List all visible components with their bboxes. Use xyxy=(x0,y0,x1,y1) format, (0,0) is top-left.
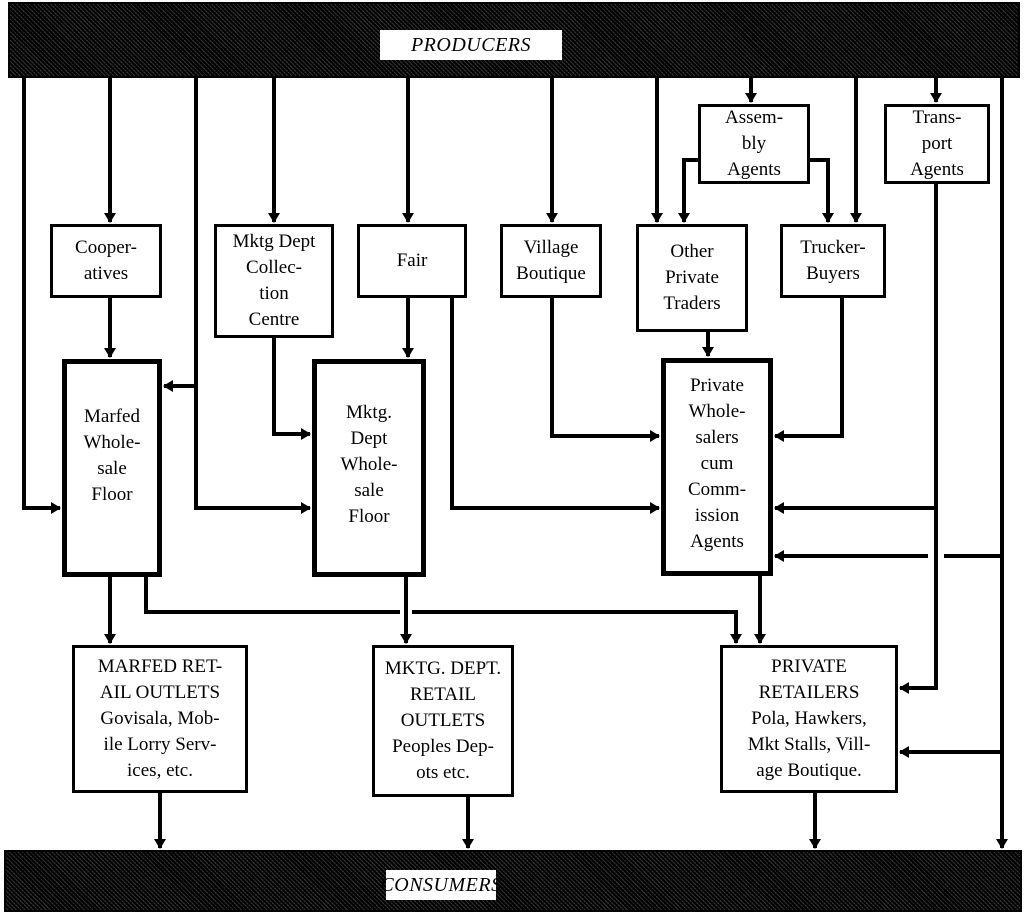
node-label-line: RETAILERS xyxy=(758,682,860,703)
node-label-line: Floor xyxy=(91,484,133,505)
node-label-line: Centre xyxy=(248,309,300,330)
node-label-line: MARFED RET- xyxy=(97,656,223,677)
node-label-line: tion xyxy=(259,283,289,304)
edge-transport-private-retailers xyxy=(899,508,938,694)
node-trucker-buyers: Trucker- Buyers xyxy=(780,224,886,298)
node-label-line: Traders xyxy=(663,293,721,314)
node-fair: Fair xyxy=(357,224,467,298)
producers-band xyxy=(8,2,1020,78)
consumers-band xyxy=(4,850,1022,912)
node-label-line: port xyxy=(921,133,953,154)
edge-collection-mktg xyxy=(272,338,311,440)
node-label-line: MKTG. DEPT. xyxy=(384,658,502,679)
node-label-line: Marfed xyxy=(84,406,140,427)
node-label-line: Whole- xyxy=(83,432,141,453)
edge-fair-private-wholesalers xyxy=(450,298,660,514)
edge-producers-marfed-left xyxy=(22,78,61,514)
consumers-label-box: CONSUMERS xyxy=(380,870,501,900)
edge-producers-marfed-right xyxy=(163,78,198,392)
node-label-line: Govisala, Mob- xyxy=(100,708,220,729)
node-label-line: Fair xyxy=(396,250,428,271)
node-label-line: Cooper- xyxy=(75,237,137,258)
node-label-line: ots etc. xyxy=(416,762,470,783)
node-label-line: bly xyxy=(741,133,767,154)
node-label-line: Private xyxy=(665,267,719,288)
node-label-line: RETAIL xyxy=(409,684,477,705)
node-label-line: Mkt Stalls, Vill- xyxy=(747,734,871,755)
node-label-line: Mktg. xyxy=(346,402,392,423)
node-label-line: cum xyxy=(700,453,734,474)
node-label-line: Whole- xyxy=(340,454,398,475)
node-label-line: salers xyxy=(695,427,739,448)
node-label-line: Trucker- xyxy=(800,237,866,258)
edge-assembly-other-traders xyxy=(678,158,698,223)
node-label-line: Agents xyxy=(727,159,781,180)
producers-label: PRODUCERS xyxy=(380,30,562,60)
node-label-line: Agents xyxy=(910,159,964,180)
node-label-line: age Boutique. xyxy=(756,760,862,781)
node-label-line: PRIVATE xyxy=(771,656,847,677)
node-marfed-retail-outlets: MARFED RET- AIL OUTLETS Govisala, Mob-ile … xyxy=(72,645,248,793)
node-label-line: ile Lorry Serv- xyxy=(103,734,217,755)
node-label-line: sale xyxy=(354,480,384,501)
node-label-line: Pola, Hawkers, xyxy=(751,708,867,729)
node-label-line: atives xyxy=(83,263,129,284)
edge-marfed-wholesale-private-retailers xyxy=(144,577,736,643)
node-label-line: Trans- xyxy=(912,107,962,128)
node-label-line: Dept xyxy=(350,428,388,449)
node-mktg-dept-retail-outlets: MKTG. DEPT. RETAIL OUTLETS Peoples Dep-ots … xyxy=(372,645,514,797)
node-label-line: Buyers xyxy=(806,263,860,284)
node-label-line: Agents xyxy=(690,531,744,552)
node-label-line: sale xyxy=(97,458,127,479)
node-label-line: Peoples Dep- xyxy=(392,736,494,757)
edge-assembly-trucker xyxy=(810,158,834,223)
node-label-line: Floor xyxy=(348,506,390,527)
node-label-line: Private xyxy=(690,375,744,396)
edge-trucker-private-wholesalers xyxy=(774,298,844,442)
node-label-line: ission xyxy=(694,505,740,526)
node-label-line: OUTLETS xyxy=(400,710,486,731)
node-label-line: Comm- xyxy=(687,479,747,500)
node-label-line: Mktg Dept xyxy=(232,231,316,252)
node-label-line: AIL OUTLETS xyxy=(99,682,221,703)
edge-village-private-wholesalers xyxy=(550,298,660,442)
node-label-line: Collec- xyxy=(246,257,302,278)
node-private-retailers: PRIVATE RETAILERS Pola, Hawkers, Mkt Stalls… xyxy=(720,645,898,793)
node-label-line: Other xyxy=(670,241,714,262)
node-label-line: Assem- xyxy=(724,107,784,128)
node-label-line: ices, etc. xyxy=(127,760,193,781)
node-label-line: Village xyxy=(523,237,579,258)
node-label-line: Whole- xyxy=(688,401,746,422)
node-cooperatives: Cooper-atives xyxy=(50,224,162,298)
node-label-line: Boutique xyxy=(516,263,586,284)
edge-producers-mktg-wholesale xyxy=(194,386,311,514)
